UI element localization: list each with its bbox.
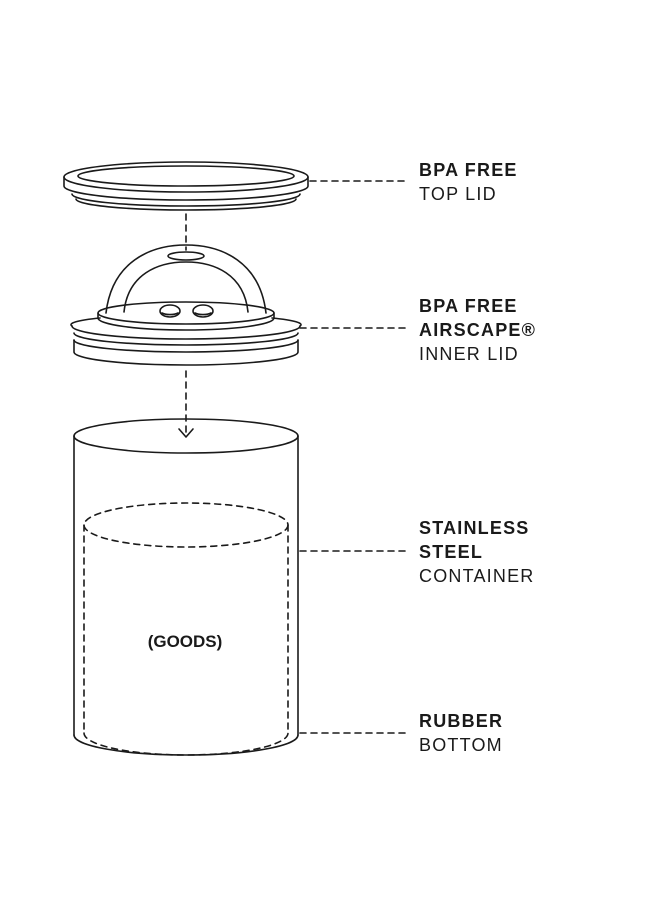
goods-fill-outline	[83, 502, 289, 756]
goods-label: (GOODS)	[147, 632, 223, 651]
label-inner-lid-line3: INNER LID	[419, 344, 519, 364]
label-inner-lid: BPA FREE AIRSCAPE® INNER LID	[419, 294, 536, 366]
label-top-lid-line1: BPA FREE	[419, 160, 518, 180]
leader-lines	[299, 180, 406, 734]
label-container-line2: STEEL	[419, 542, 484, 562]
assembly-arrow	[178, 370, 194, 438]
label-inner-lid-line2: AIRSCAPE®	[419, 320, 537, 340]
label-container-line3: CONTAINER	[419, 566, 535, 586]
label-container: STAINLESS STEEL CONTAINER	[419, 516, 534, 588]
label-bottom-line2: BOTTOM	[419, 735, 503, 755]
label-top-lid-line2: TOP LID	[419, 184, 497, 204]
stainless-container	[73, 418, 299, 756]
label-container-line1: STAINLESS	[419, 518, 530, 538]
label-bottom: RUBBER BOTTOM	[419, 709, 503, 757]
top-lid	[63, 161, 309, 211]
label-top-lid: BPA FREE TOP LID	[419, 158, 518, 206]
label-bottom-line1: RUBBER	[419, 711, 504, 731]
label-inner-lid-line1: BPA FREE	[419, 296, 518, 316]
inner-lid	[70, 244, 302, 366]
